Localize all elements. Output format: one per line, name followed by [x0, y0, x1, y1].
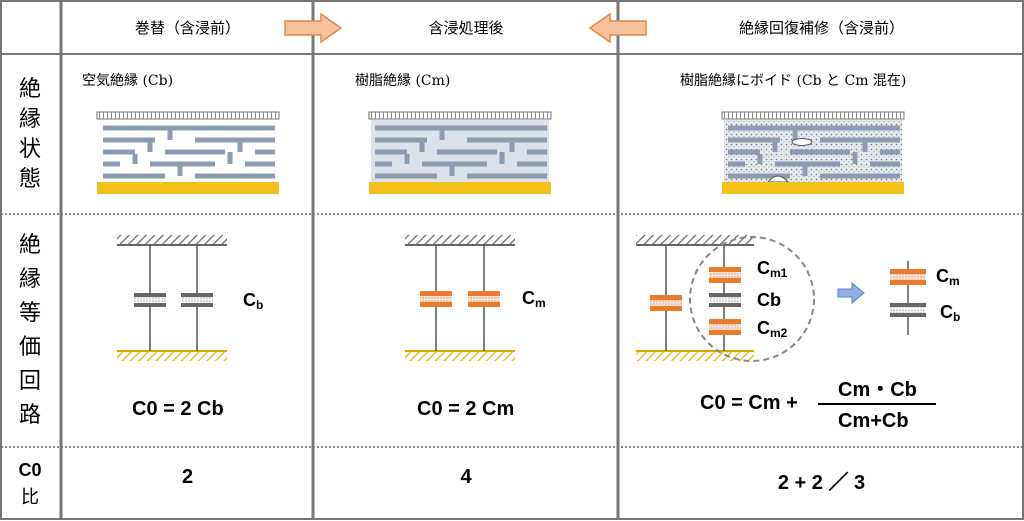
- header-col1-text: 巻替（含浸前）: [134, 18, 240, 37]
- formula-col2: C0 = 2 Cm: [417, 398, 515, 420]
- ratio-col3: 2 + 2 ／ 3: [777, 472, 866, 494]
- row-label-char: 路: [18, 403, 41, 428]
- void-bottom: [766, 175, 790, 183]
- capacitor-cm1: [709, 267, 741, 283]
- row-label-char: 回: [18, 369, 41, 394]
- circuit-col3-cb-label: Cb: [757, 290, 781, 310]
- state-col2-title: 樹脂絶縁 (Cm): [355, 73, 451, 89]
- row-label-equivalent-circuit: 絶 縁 等 価 回 路: [0, 215, 60, 447]
- row-label-insulation-state: 絶 縁 状 態: [0, 55, 60, 214]
- row-label-char: 縁: [18, 267, 41, 292]
- zoom-circle: [689, 236, 815, 362]
- row-label-char: 状: [18, 136, 41, 162]
- row-label-char: 等: [18, 301, 41, 326]
- arrow-right-icon: [284, 13, 343, 43]
- formula-col3-lhs: C0 = Cm +: [700, 392, 798, 414]
- row-label-char: C0: [18, 459, 42, 480]
- circuit-col3: [636, 235, 926, 362]
- formula-col1: C0 = 2 Cb: [132, 398, 224, 420]
- header-col3: 絶縁回復補修（含浸前）: [619, 0, 1024, 54]
- void-top: [791, 138, 813, 146]
- capacitor-cb-mid: [709, 293, 741, 307]
- formula-col3-denominator: Cm+Cb: [838, 410, 909, 432]
- arrow-left-icon: [588, 13, 647, 43]
- insulation-diagram-resin: [368, 111, 552, 194]
- circuit-col3-right-cb-label: Cb: [940, 302, 961, 324]
- blue-arrow-icon: [837, 281, 865, 305]
- capacitor-cb: [134, 293, 166, 307]
- insulation-diagram-void: [721, 111, 905, 194]
- capacitor-cm: [420, 291, 452, 307]
- circuit-col2: [405, 235, 515, 361]
- formula-col3-fraction-bar: [818, 403, 936, 405]
- state-col3-title: 樹脂絶縁にボイド (Cb と Cm 混在): [680, 73, 907, 89]
- row-label-char: 絶: [18, 76, 41, 102]
- header-col2: 含浸処理後: [314, 0, 618, 54]
- circuit-col1-label: Cb: [243, 290, 264, 312]
- state-col1-title: 空気絶縁 (Cb): [82, 73, 174, 89]
- ratio-col1: 2: [181, 466, 194, 488]
- row-label-char: 価: [18, 335, 41, 360]
- header-col1: 巻替（含浸前）: [62, 0, 313, 54]
- ratio-col2: 4: [460, 466, 472, 488]
- capacitor-cm2: [709, 319, 741, 335]
- row-label-char: 絶: [18, 233, 41, 258]
- circuit-col3-right-cm-label: Cm: [936, 266, 960, 288]
- row-label-ratio: C0 比: [0, 448, 60, 519]
- capacitor-cb: [181, 293, 213, 307]
- circuit-col3-cm2-label: Cm2: [757, 318, 788, 340]
- row-label-char: 比: [21, 486, 39, 508]
- insulation-diagram-air: [96, 111, 280, 194]
- formula-col3-numerator: Cm・Cb: [838, 379, 917, 401]
- header-col3-text: 絶縁回復補修（含浸前）: [738, 18, 904, 37]
- circuit-col2-label: Cm: [522, 288, 546, 310]
- capacitor-cm: [468, 291, 500, 307]
- capacitor-cm-left: [650, 295, 682, 311]
- circuit-col3-cm1-label: Cm1: [757, 258, 788, 280]
- row-label-char: 態: [18, 166, 41, 192]
- capacitor-cb-right: [890, 303, 926, 317]
- circuit-col1: [117, 235, 227, 361]
- header-col2-text: 含浸処理後: [428, 18, 504, 37]
- capacitor-cm-right: [890, 269, 926, 285]
- row-label-char: 縁: [18, 106, 41, 132]
